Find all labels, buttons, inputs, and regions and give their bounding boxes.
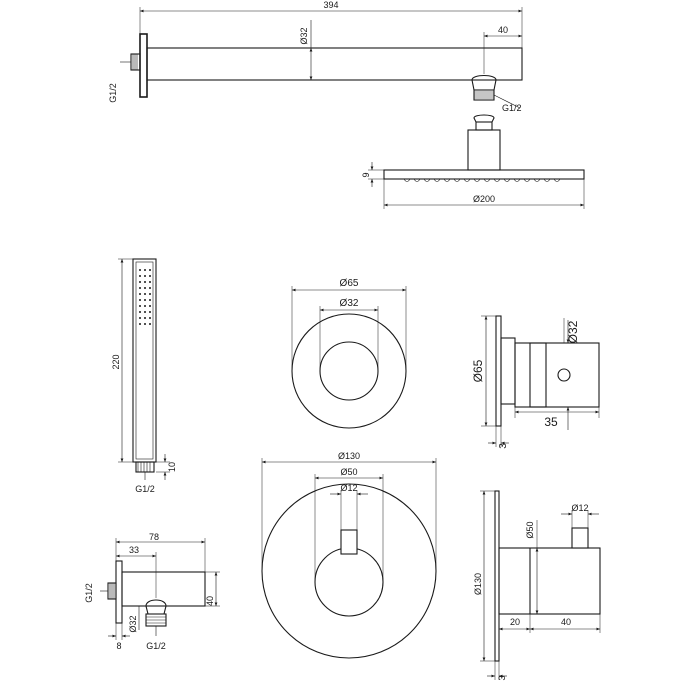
mixer-rosette bbox=[261, 483, 437, 659]
mixer-body-label: Ø50 bbox=[340, 467, 357, 477]
hand-end-length-label: 10 bbox=[167, 462, 177, 472]
hand-thread-label: G1/2 bbox=[135, 484, 155, 494]
diverter-side-view: Ø32 Ø65 35 3 bbox=[471, 315, 600, 449]
mixer-side-plate-label: 3 bbox=[497, 675, 507, 680]
shower-head-view: 9 Ø200 bbox=[361, 114, 585, 209]
arm-wall-thread-label: G1/2 bbox=[108, 83, 118, 103]
diverter-rosette bbox=[291, 313, 407, 429]
hand-shower-body bbox=[132, 258, 157, 463]
outlet-height-label: 40 bbox=[205, 596, 215, 606]
diverter-knob-label: Ø32 bbox=[340, 298, 359, 309]
mixer-front-view: Ø130 Ø50 Ø12 bbox=[261, 451, 437, 659]
diverter-side-plate-label: 3 bbox=[498, 443, 509, 449]
outlet-elbow bbox=[145, 599, 167, 615]
mixer-body bbox=[314, 547, 384, 617]
shower-head-nozzles bbox=[403, 178, 561, 182]
shower-head-plate bbox=[383, 169, 585, 180]
mixer-lever-label: Ø12 bbox=[340, 483, 357, 493]
diverter-side-knob-label: Ø32 bbox=[566, 320, 580, 343]
diverter-side-body bbox=[514, 342, 600, 408]
mixer-side-view: Ø12 Ø50 Ø130 20 40 3 bbox=[473, 490, 601, 681]
outlet-inlet-thread-label: G1/2 bbox=[84, 583, 94, 603]
diverter-side-rosette-label: Ø65 bbox=[471, 359, 485, 382]
mixer-side-plate bbox=[494, 490, 500, 662]
diverter-side-depth-label: 35 bbox=[544, 415, 558, 429]
mixer-side-lever-label: Ø12 bbox=[571, 503, 588, 513]
mixer-side-lever bbox=[571, 527, 589, 549]
outlet-body bbox=[121, 571, 206, 607]
mixer-side-rosette-label: Ø130 bbox=[473, 573, 483, 595]
arm-wall-flange bbox=[139, 33, 148, 98]
outlet-wall-plate bbox=[115, 560, 123, 624]
diverter-knob bbox=[319, 341, 379, 401]
diverter-rosette-label: Ø65 bbox=[340, 278, 359, 289]
mixer-side-body-label: Ø50 bbox=[525, 521, 535, 538]
head-height-label: 9 bbox=[361, 172, 371, 177]
arm-wall-thread bbox=[130, 53, 141, 71]
diverter-front-view: Ø65 Ø32 bbox=[291, 278, 407, 429]
wall-outlet-view: 78 33 40 Ø32 G1/2 G1/2 8 bbox=[84, 532, 220, 651]
arm-head-thread-label: G1/2 bbox=[502, 103, 522, 113]
outlet-plate-label: 8 bbox=[116, 641, 121, 651]
outlet-outlet-thread-label: G1/2 bbox=[146, 641, 166, 651]
mixer-lever bbox=[340, 529, 358, 555]
hand-shower-view: 220 10 G1/2 bbox=[111, 258, 177, 494]
mixer-side-body bbox=[498, 547, 601, 615]
arm-pipe-diameter-label: Ø32 bbox=[299, 27, 309, 44]
arm-head-thread bbox=[473, 89, 495, 101]
head-connector-body bbox=[467, 129, 501, 171]
shower-arm-view: 394 Ø32 40 G1/2 G1/2 bbox=[108, 0, 523, 113]
outlet-offset-label: 33 bbox=[129, 545, 139, 555]
hand-shower-thread bbox=[135, 461, 155, 473]
head-diameter-label: Ø200 bbox=[473, 194, 495, 204]
hand-length-label: 220 bbox=[111, 354, 121, 369]
arm-length-label: 394 bbox=[323, 0, 338, 10]
arm-end-offset-label: 40 bbox=[498, 25, 508, 35]
mixer-side-body-depth-label: 40 bbox=[561, 617, 571, 627]
outlet-width-label: 78 bbox=[149, 532, 159, 542]
outlet-diameter-label: Ø32 bbox=[128, 615, 138, 632]
diverter-side-hole bbox=[557, 368, 571, 382]
mixer-rosette-label: Ø130 bbox=[338, 451, 360, 461]
hand-shower-nozzles bbox=[139, 269, 151, 325]
diverter-side-plate bbox=[495, 315, 502, 427]
mixer-side-lever-depth-label: 20 bbox=[510, 617, 520, 627]
arm-pipe bbox=[146, 47, 523, 81]
arm-ball-joint bbox=[471, 74, 497, 91]
